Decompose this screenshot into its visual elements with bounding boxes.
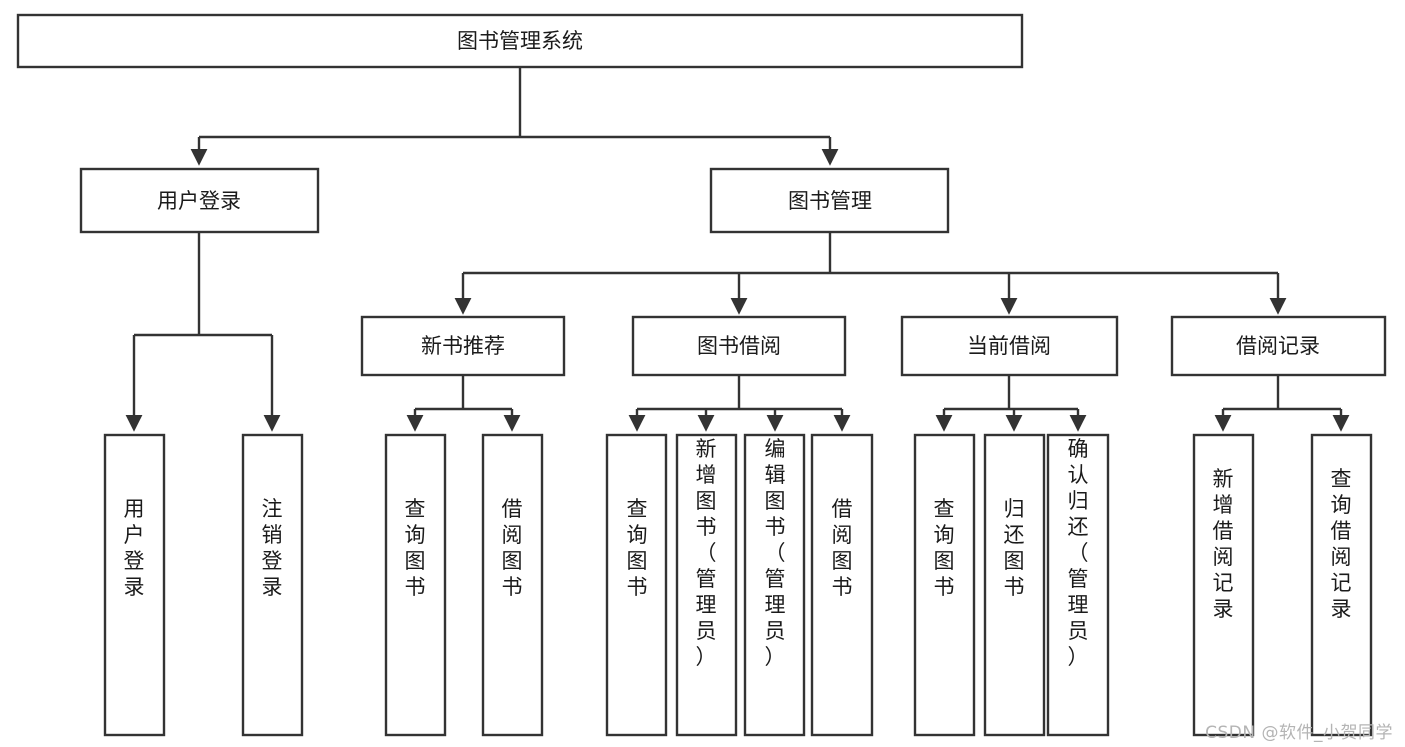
connector-current-to-leaves — [935, 375, 1087, 432]
node-new-book-recommend-label: 新书推荐 — [421, 334, 505, 358]
connector-recommend-to-leaves — [406, 375, 521, 432]
node-root-label: 图书管理系统 — [457, 29, 583, 53]
leaf-add-record[interactable]: 新增借阅记录 — [1192, 433, 1255, 737]
node-new-book-recommend-box[interactable] — [360, 315, 566, 377]
leaf-add-book[interactable]: 新增图书（管理员） — [675, 433, 738, 737]
leaf-query-book-1-label: 查询图书 — [405, 497, 426, 599]
node-new-book-recommend[interactable]: 新书推荐 — [360, 315, 566, 377]
leaf-add-record-box[interactable] — [1192, 433, 1255, 737]
leaf-query-book-3-label: 查询图书 — [934, 497, 955, 599]
leaf-query-book-2[interactable]: 查询图书 — [605, 433, 668, 737]
leaf-add-book-label: 新增图书（管理员） — [696, 437, 717, 669]
leaf-query-record-box[interactable] — [1310, 433, 1373, 737]
node-user-login[interactable]: 用户登录 — [79, 167, 320, 234]
leaf-confirm-return-box[interactable] — [1046, 433, 1110, 737]
node-book-management-box[interactable] — [709, 167, 950, 234]
connector-bookmgmt-to-level3 — [454, 232, 1287, 315]
csdn-watermark: CSDN @软件_小贺同学 — [1205, 723, 1393, 743]
leaf-return-book[interactable]: 归还图书 — [983, 433, 1046, 737]
leaf-add-book-box[interactable] — [675, 433, 738, 737]
leaf-borrow-book-1-label: 借阅图书 — [502, 497, 523, 599]
node-book-borrow-label: 图书借阅 — [697, 334, 781, 358]
node-root[interactable]: 图书管理系统 — [16, 13, 1024, 69]
leaf-edit-book-box[interactable] — [743, 433, 806, 737]
node-current-borrow[interactable]: 当前借阅 — [900, 315, 1119, 377]
node-user-login-box[interactable] — [79, 167, 320, 234]
leaf-borrow-book-2-label: 借阅图书 — [832, 497, 853, 599]
leaf-edit-book[interactable]: 编辑图书（管理员） — [743, 433, 806, 737]
connector-root-to-level2 — [190, 67, 839, 166]
leaf-borrow-book-1[interactable]: 借阅图书 — [481, 433, 544, 737]
leaf-borrow-book-2[interactable]: 借阅图书 — [810, 433, 874, 737]
leaf-query-record-label: 查询借阅记录 — [1331, 467, 1352, 621]
leaf-edit-book-label: 编辑图书（管理员） — [765, 437, 786, 669]
leaf-query-book-2-box[interactable] — [605, 433, 668, 737]
leaf-borrow-book-1-box[interactable] — [481, 433, 544, 737]
connector-userlogin-to-leaves — [125, 232, 281, 432]
node-borrow-record[interactable]: 借阅记录 — [1170, 315, 1387, 377]
leaf-logout-login-box[interactable] — [241, 433, 304, 737]
node-current-borrow-label: 当前借阅 — [967, 334, 1051, 358]
leaf-query-book-2-label: 查询图书 — [627, 497, 648, 599]
leaf-logout-login-label: 注销登录 — [262, 497, 283, 599]
leaf-query-book-1[interactable]: 查询图书 — [384, 433, 447, 737]
node-book-management[interactable]: 图书管理 — [709, 167, 950, 234]
leaf-logout-login[interactable]: 注销登录 — [241, 433, 304, 737]
leaf-return-book-label: 归还图书 — [1004, 497, 1025, 599]
leaf-query-book-3-box[interactable] — [913, 433, 976, 737]
leaf-add-record-label: 新增借阅记录 — [1213, 467, 1234, 621]
leaf-borrow-book-2-box[interactable] — [810, 433, 874, 737]
node-user-login-label: 用户登录 — [157, 189, 241, 213]
leaf-user-login[interactable]: 用户登录 — [103, 433, 166, 737]
leaf-confirm-return-label: 确认归还（管理员） — [1068, 437, 1089, 669]
node-book-borrow[interactable]: 图书借阅 — [631, 315, 847, 377]
leaf-user-login-box[interactable] — [103, 433, 166, 737]
node-current-borrow-box[interactable] — [900, 315, 1119, 377]
node-book-management-label: 图书管理 — [788, 189, 872, 213]
connector-record-to-leaves — [1214, 375, 1350, 432]
connector-borrow-to-leaves — [628, 375, 851, 432]
leaf-query-book-1-box[interactable] — [384, 433, 447, 737]
leaf-query-book-3[interactable]: 查询图书 — [913, 433, 976, 737]
node-borrow-record-box[interactable] — [1170, 315, 1387, 377]
leaf-return-book-box[interactable] — [983, 433, 1046, 737]
node-book-borrow-box[interactable] — [631, 315, 847, 377]
leaf-confirm-return[interactable]: 确认归还（管理员） — [1046, 433, 1110, 737]
leaf-query-record[interactable]: 查询借阅记录 — [1310, 433, 1373, 737]
leaf-user-login-label: 用户登录 — [124, 497, 145, 599]
node-root-box[interactable] — [16, 13, 1024, 69]
node-borrow-record-label: 借阅记录 — [1236, 334, 1320, 358]
